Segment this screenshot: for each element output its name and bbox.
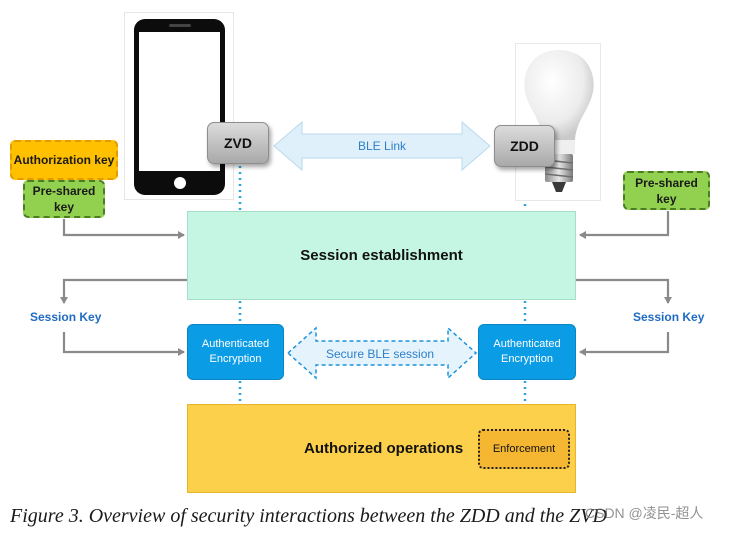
preshared-key-left-box: Pre-shared key xyxy=(23,180,105,218)
session-key-right-in-arrow xyxy=(579,332,670,356)
authenticated-encryption-right-box: Authenticated Encryption xyxy=(478,324,576,380)
preshared-key-left-arrow xyxy=(62,219,185,239)
authorization-key-box: Authorization key xyxy=(10,140,118,180)
enforcement-label: Enforcement xyxy=(492,443,556,455)
zvd-box: ZVD xyxy=(207,122,269,164)
authenticated-encryption-right-label: Authenticated Encryption xyxy=(493,338,561,365)
ble-link-arrow xyxy=(273,120,491,172)
smartphone-icon xyxy=(124,12,234,200)
preshared-key-left-label: Pre-shared key xyxy=(32,184,96,214)
authenticated-encryption-left-box: Authenticated Encryption xyxy=(187,324,284,380)
figure-caption: Figure 3. Overview of security interacti… xyxy=(10,505,607,527)
session-key-right-out-arrow xyxy=(576,278,672,304)
session-key-left-label: Session Key xyxy=(30,310,102,324)
session-key-left-out-arrow xyxy=(60,278,187,304)
secure-ble-session-label: Secure BLE session xyxy=(326,347,435,361)
session-key-left-in-arrow xyxy=(62,332,185,356)
zdd-box: ZDD xyxy=(494,125,555,167)
authorized-operations-label: Authorized operations xyxy=(304,440,464,457)
preshared-key-right-arrow xyxy=(579,211,670,239)
preshared-key-right-label: Pre-shared key xyxy=(635,175,698,206)
enforcement-box: Enforcement xyxy=(478,429,570,469)
authorization-key-label: Authorization key xyxy=(13,153,115,167)
ble-link-label: BLE Link xyxy=(358,139,407,153)
authenticated-encryption-left-label: Authenticated Encryption xyxy=(201,338,270,365)
session-key-right-label: Session Key xyxy=(633,310,705,324)
session-establishment-label: Session establishment xyxy=(300,247,463,264)
session-establishment-block: Session establishment xyxy=(187,211,576,300)
secure-ble-session-arrow xyxy=(286,326,478,380)
watermark: CSDN @凌民-超人 xyxy=(585,505,704,521)
preshared-key-right-box: Pre-shared key xyxy=(623,171,710,210)
light-bulb-icon xyxy=(515,43,601,201)
